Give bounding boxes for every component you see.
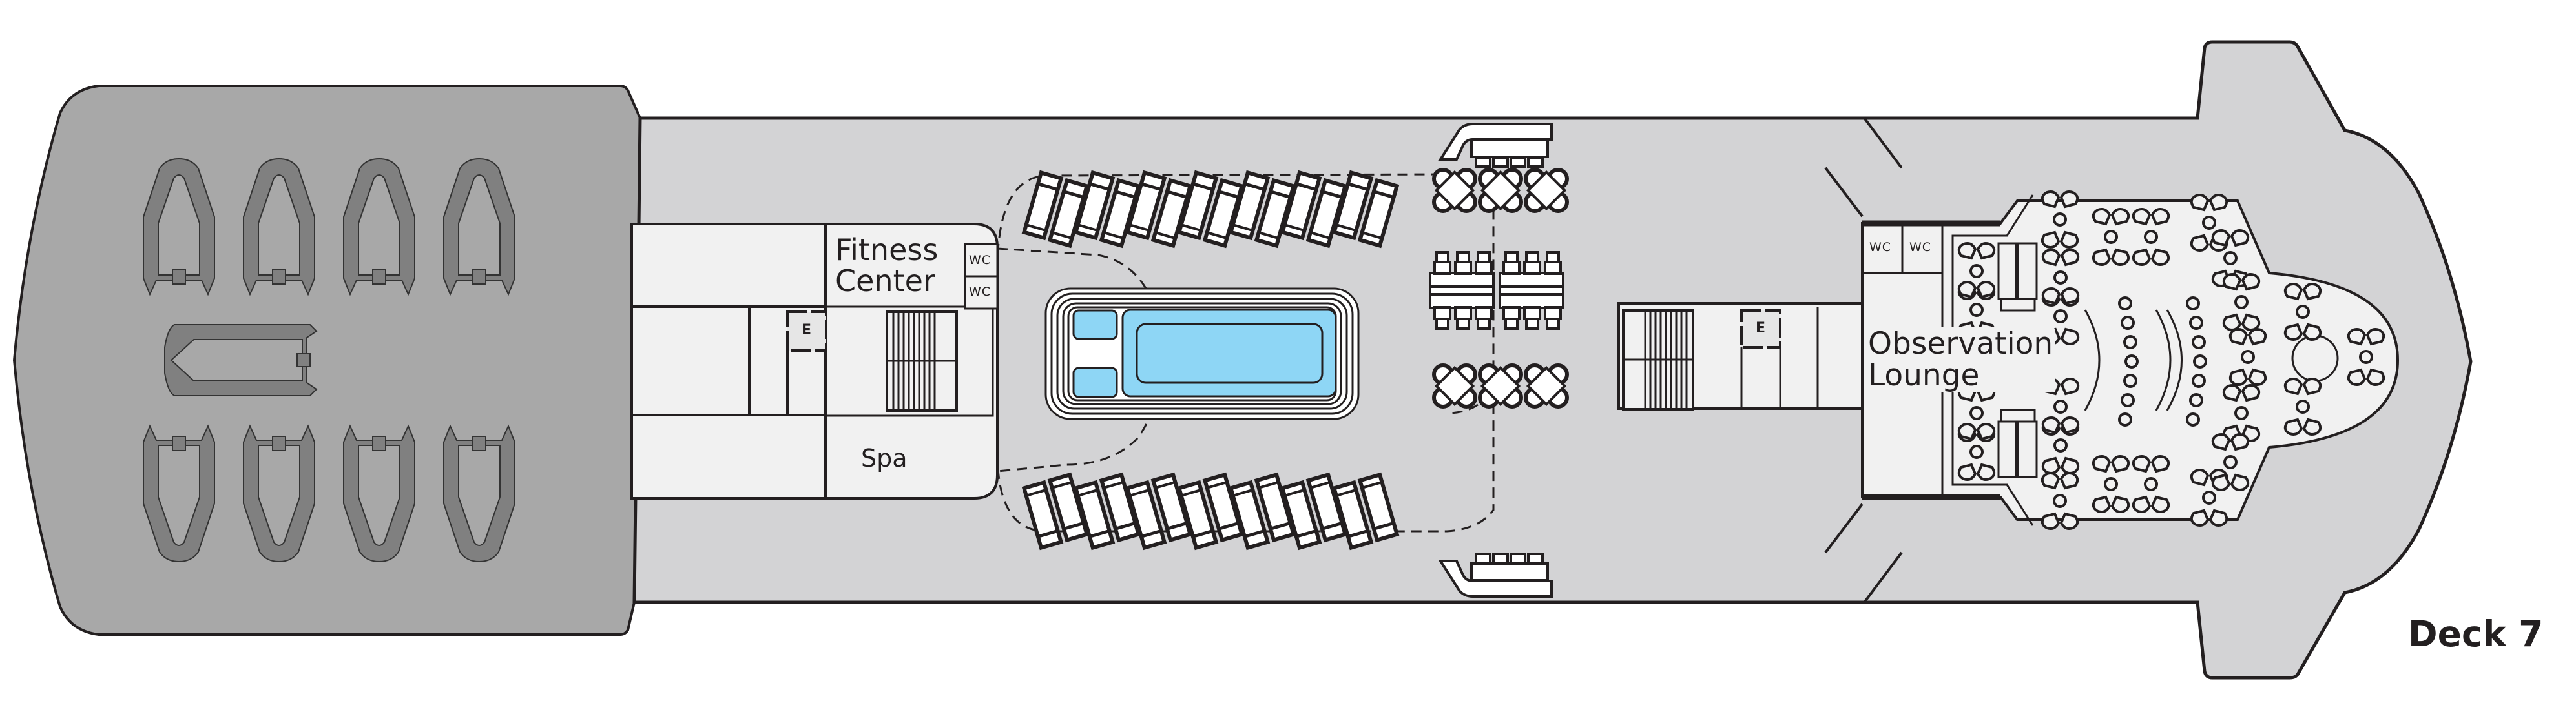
wc-fwd-2-label: WC xyxy=(1909,240,1932,254)
wc-fwd-1-label: WC xyxy=(1869,240,1892,254)
lounge-label-line1: Observation xyxy=(1868,326,2053,361)
wc-aft-2-label: WC xyxy=(969,285,992,299)
elevator-forward[interactable] xyxy=(1740,309,1781,349)
wc-aft-1-label: WC xyxy=(969,253,992,267)
observation-lounge-label: Observation Lounge xyxy=(1865,326,2056,393)
deck-title: Deck 7 xyxy=(2408,613,2544,655)
outdoor-bar-starboard xyxy=(1438,553,1553,598)
table-icon xyxy=(1480,170,1521,211)
swimming-pool xyxy=(1044,287,1360,420)
table-icon xyxy=(1480,365,1521,407)
stage-seats xyxy=(2118,296,2207,427)
table-icon xyxy=(1526,170,1567,211)
stairs-icon xyxy=(886,310,958,412)
wc-aft-2 xyxy=(964,275,999,310)
fitness-label-line1: Fitness xyxy=(835,232,939,267)
spa-label: Spa xyxy=(861,444,908,473)
fitness-label-line2: Center xyxy=(835,263,935,298)
lounge-label-line2: Lounge xyxy=(1868,358,1980,393)
dining-tables xyxy=(1429,251,1564,330)
table-icon xyxy=(1526,365,1567,407)
elevator-aft[interactable] xyxy=(786,310,827,352)
elevator-forward-label: E xyxy=(1756,320,1766,336)
fitness-center-label: Fitness Center xyxy=(833,232,941,298)
stern-tender-deck xyxy=(12,85,642,636)
stairs-icon xyxy=(1622,309,1694,411)
table-icon xyxy=(1434,170,1475,211)
outdoor-bar-port xyxy=(1438,123,1553,168)
tender-boat-icon xyxy=(164,324,317,396)
table-icon xyxy=(1434,365,1475,407)
sundeck-boundary xyxy=(997,247,1164,473)
elevator-aft-label: E xyxy=(802,322,812,338)
